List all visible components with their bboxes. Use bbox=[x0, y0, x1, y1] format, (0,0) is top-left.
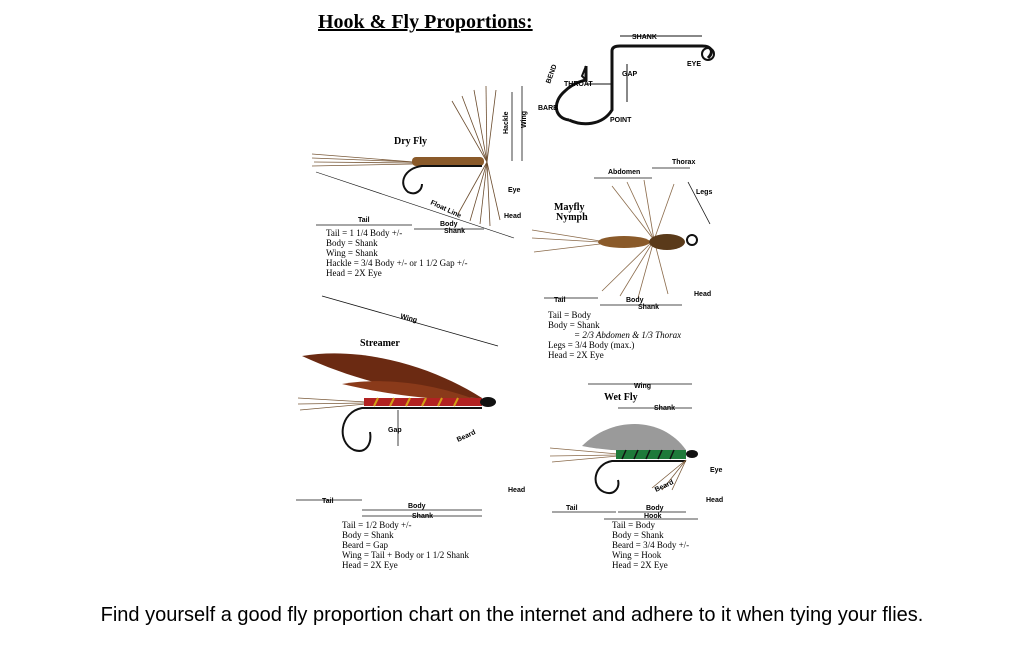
hook-gap-label: GAP bbox=[622, 71, 638, 78]
wet-fly-spec: Tail = Body bbox=[612, 520, 655, 530]
streamer-name: Streamer bbox=[360, 338, 400, 349]
streamer-beard-label: Beard bbox=[456, 429, 477, 444]
nymph-abdomen bbox=[598, 236, 650, 248]
dry-fly-spec: Wing = Shank bbox=[326, 248, 378, 258]
wet-fly-specs: Tail = Body Body = Shank Beard = 3/4 Bod… bbox=[612, 520, 689, 570]
streamer-spec: Head = 2X Eye bbox=[342, 560, 398, 570]
hook-anatomy: SHANK EYE BEND GAP THROAT BARB POINT bbox=[538, 34, 715, 126]
hook-throat-label: THROAT bbox=[564, 81, 593, 88]
wet-fly-wing bbox=[582, 423, 686, 452]
nymph-name-line1: Mayfly bbox=[554, 202, 585, 213]
streamer-body-label: Body bbox=[408, 503, 426, 510]
nymph-thorax bbox=[649, 234, 685, 250]
dry-fly-spec: Head = 2X Eye bbox=[326, 268, 382, 278]
dry-fly-body bbox=[412, 157, 484, 166]
hook-point-label: POINT bbox=[610, 117, 632, 124]
streamer-shank-label: Shank bbox=[412, 513, 433, 520]
wet-fly-name: Wet Fly bbox=[604, 392, 638, 403]
streamer-head-label: Head bbox=[508, 487, 525, 494]
hook-bend-label: BEND bbox=[545, 64, 558, 85]
streamer-tail-label: Tail bbox=[322, 498, 334, 505]
nymph-body-label: Body bbox=[626, 297, 644, 304]
diagram-title: Hook & Fly Proportions: bbox=[318, 11, 533, 33]
dry-fly-body-label: Body bbox=[440, 221, 458, 228]
wet-fly-spec: Beard = 3/4 Body +/- bbox=[612, 540, 689, 550]
dry-fly-specs: Tail = 1 1/4 Body +/- Body = Shank Wing … bbox=[326, 228, 467, 278]
nymph-legs-label: Legs bbox=[696, 189, 712, 196]
streamer-gap-label: Gap bbox=[388, 427, 402, 434]
nymph-spec: Legs = 3/4 Body (max.) bbox=[548, 340, 634, 350]
dry-fly-tail-label: Tail bbox=[358, 217, 370, 224]
streamer-specs: Tail = 1/2 Body +/- Body = Shank Beard =… bbox=[342, 520, 469, 570]
streamer-spec: Tail = 1/2 Body +/- bbox=[342, 520, 412, 530]
wet-fly-body-label: Body bbox=[646, 505, 664, 512]
dry-fly-head-label: Head bbox=[504, 213, 521, 220]
streamer-wing-label: Wing bbox=[399, 313, 417, 324]
wet-fly-beard-label: Beard bbox=[654, 479, 675, 494]
hook-barb-label: BARB bbox=[538, 105, 558, 112]
wet-fly-wing-label: Wing bbox=[634, 383, 651, 390]
wet-fly-head-label: Head bbox=[706, 497, 723, 504]
dry-fly-wing-label: Wing bbox=[521, 111, 528, 128]
dry-fly-name: Dry Fly bbox=[394, 136, 427, 147]
nymph-tail-label: Tail bbox=[554, 297, 566, 304]
dry-fly-float-line-label: Float Line bbox=[429, 199, 462, 219]
wet-fly-shank-label: Shank bbox=[654, 405, 675, 412]
wet-fly-hook-label: Hook bbox=[644, 513, 662, 520]
wet-fly-tail-label: Tail bbox=[566, 505, 578, 512]
nymph-thorax-label: Thorax bbox=[672, 159, 695, 166]
dry-fly-shank-label: Shank bbox=[444, 228, 465, 235]
nymph-spec: = 2/3 Abdomen & 1/3 Thorax bbox=[574, 330, 681, 340]
nymph-spec: Tail = Body bbox=[548, 310, 591, 320]
nymph-specs: Tail = Body Body = Shank = 2/3 Abdomen &… bbox=[548, 310, 681, 360]
hook-barb bbox=[580, 65, 587, 81]
nymph-head-label: Head bbox=[694, 291, 711, 298]
wet-fly-body bbox=[616, 450, 686, 459]
streamer-spec: Beard = Gap bbox=[342, 540, 389, 550]
streamer-figure: Wing Streamer Gap Beard Head Tail Body S… bbox=[296, 295, 525, 570]
streamer-spec: Wing = Tail + Body or 1 1/2 Shank bbox=[342, 550, 469, 560]
nymph-abdomen-label: Abdomen bbox=[608, 169, 640, 176]
mayfly-nymph-figure: Mayfly Nymph Thorax Abdomen Legs Tail Bo… bbox=[531, 159, 712, 360]
dry-fly-eye-label: Eye bbox=[508, 187, 521, 194]
diagram-svg: Hook & Fly Proportions: SHANK EYE BEND G… bbox=[296, 11, 723, 570]
hook-eye-label: EYE bbox=[687, 61, 701, 68]
wet-fly-figure: Wing Wet Fly Shank Eye Head Beard Body H… bbox=[549, 383, 723, 570]
wet-fly-spec: Body = Shank bbox=[612, 530, 664, 540]
dry-fly-hackle-label: Hackle bbox=[503, 111, 510, 134]
dry-fly-spec: Tail = 1 1/4 Body +/- bbox=[326, 228, 402, 238]
wet-fly-spec: Wing = Hook bbox=[612, 550, 662, 560]
dry-fly-spec: Hackle = 3/4 Body +/- or 1 1/2 Gap +/- bbox=[326, 258, 467, 268]
hook-eye bbox=[701, 47, 715, 61]
nymph-spec: Body = Shank bbox=[548, 320, 600, 330]
wet-fly-eye-label: Eye bbox=[710, 467, 723, 474]
streamer-wing bbox=[302, 353, 482, 398]
wet-fly-spec: Head = 2X Eye bbox=[612, 560, 668, 570]
dry-fly-spec: Body = Shank bbox=[326, 238, 378, 248]
nymph-spec: Head = 2X Eye bbox=[548, 350, 604, 360]
hook-shank-label: SHANK bbox=[632, 34, 657, 41]
streamer-spec: Body = Shank bbox=[342, 530, 394, 540]
caption-text: Find yourself a good fly proportion char… bbox=[100, 604, 924, 626]
nymph-shank-label: Shank bbox=[638, 304, 659, 311]
nymph-name-line2: Nymph bbox=[556, 212, 588, 223]
dry-fly-figure: Dry Fly Hackle Wing Eye Head Float Line … bbox=[311, 85, 528, 278]
fly-proportion-diagram: Hook & Fly Proportions: SHANK EYE BEND G… bbox=[282, 6, 740, 581]
